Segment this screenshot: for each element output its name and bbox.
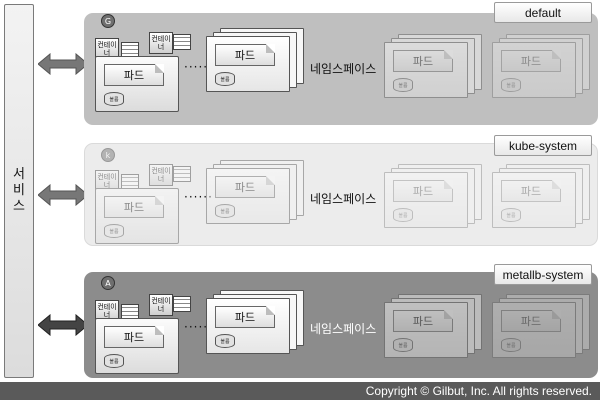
pod-label: 파드 (104, 64, 164, 86)
service-label: 서비스 (13, 167, 25, 214)
pod-shape: 파드 볼륨 (95, 56, 179, 112)
namespace-tab-default: default (494, 2, 592, 23)
container-grid-icon (121, 174, 139, 190)
container-label: 컨테이너 (151, 35, 171, 51)
pod-label: 파드 (104, 196, 164, 218)
namespace-kube-system (84, 143, 598, 246)
container-label: 컨테이너 (97, 303, 117, 319)
container-label: 컨테이너 (97, 41, 117, 57)
volume-icon: 볼륨 (501, 208, 521, 222)
bidirectional-arrow-icon (38, 53, 88, 75)
volume-icon: 볼륨 (215, 72, 235, 86)
pod-label: 파드 (393, 310, 453, 332)
pod-shape: 파드 볼륨 (95, 188, 179, 244)
dots: ······ (184, 60, 213, 74)
volume-icon: 볼륨 (104, 92, 124, 106)
bidirectional-arrow-icon (38, 314, 88, 336)
pod-label: 파드 (215, 176, 275, 198)
volume-icon: 볼륨 (104, 224, 124, 238)
pod-card (499, 168, 583, 224)
pod-label: 파드 (215, 306, 275, 328)
pod-label: 파드 (501, 50, 561, 72)
pod-card: 파드 볼륨 (384, 172, 468, 228)
pod-label: 파드 (104, 326, 164, 348)
pod-card: 파드 볼륨 (384, 42, 468, 98)
pod-shape: 파드 볼륨 (95, 318, 179, 374)
bidirectional-arrow-icon (38, 184, 88, 206)
pod-card: 파드 볼륨 (206, 298, 290, 354)
namespace-word: 네임스페이스 (310, 322, 377, 336)
container-grid-icon (173, 34, 191, 50)
namespace-tab-kube-system: kube-system (494, 135, 592, 156)
pod-card (398, 34, 482, 90)
lb-icon: A (101, 276, 115, 290)
volume-icon: 볼륨 (215, 334, 235, 348)
volume-icon: 볼륨 (393, 208, 413, 222)
pod-card: 파드 볼륨 (206, 36, 290, 92)
container-icon: 컨테이너 (149, 164, 173, 186)
pod-label: 파드 (393, 180, 453, 202)
volume-icon: 볼륨 (104, 354, 124, 368)
pod-card: 파드 볼륨 (384, 302, 468, 358)
pod-card: 파드 볼륨 (492, 42, 576, 98)
pod-label: 파드 (501, 180, 561, 202)
volume-icon: 볼륨 (215, 204, 235, 218)
volume-icon: 볼륨 (501, 338, 521, 352)
pod-label: 파드 (393, 50, 453, 72)
container-grid-icon (173, 166, 191, 182)
namespace-word: 네임스페이스 (310, 62, 377, 76)
pod-label: 파드 (501, 310, 561, 332)
dots: ······ (184, 320, 213, 334)
pod-card: 파드 볼륨 (492, 302, 576, 358)
namespace-word: 네임스페이스 (310, 192, 377, 206)
volume-icon: 볼륨 (501, 78, 521, 92)
pod-card: 파드 볼륨 (206, 168, 290, 224)
volume-icon: 볼륨 (393, 338, 413, 352)
container-label: 컨테이너 (151, 167, 171, 183)
volume-icon: 볼륨 (393, 78, 413, 92)
k8s-icon: k (101, 148, 115, 162)
container-label: 컨테이너 (151, 297, 171, 313)
container-icon: 컨테이너 (95, 170, 119, 192)
container-label: 컨테이너 (97, 173, 117, 189)
container-icon: 컨테이너 (149, 294, 173, 316)
copyright-footer: Copyright © Gilbut, Inc. All rights rese… (0, 382, 600, 400)
container-icon: 컨테이너 (149, 32, 173, 54)
pod-label: 파드 (215, 44, 275, 66)
dots: ······ (184, 190, 213, 204)
namespace-tab-metallb-system: metallb-system (494, 264, 592, 285)
pod-card: 파드 볼륨 (492, 172, 576, 228)
container-grid-icon (173, 296, 191, 312)
gear-icon: G (101, 14, 115, 28)
service-bar: 서비스 (4, 4, 34, 378)
